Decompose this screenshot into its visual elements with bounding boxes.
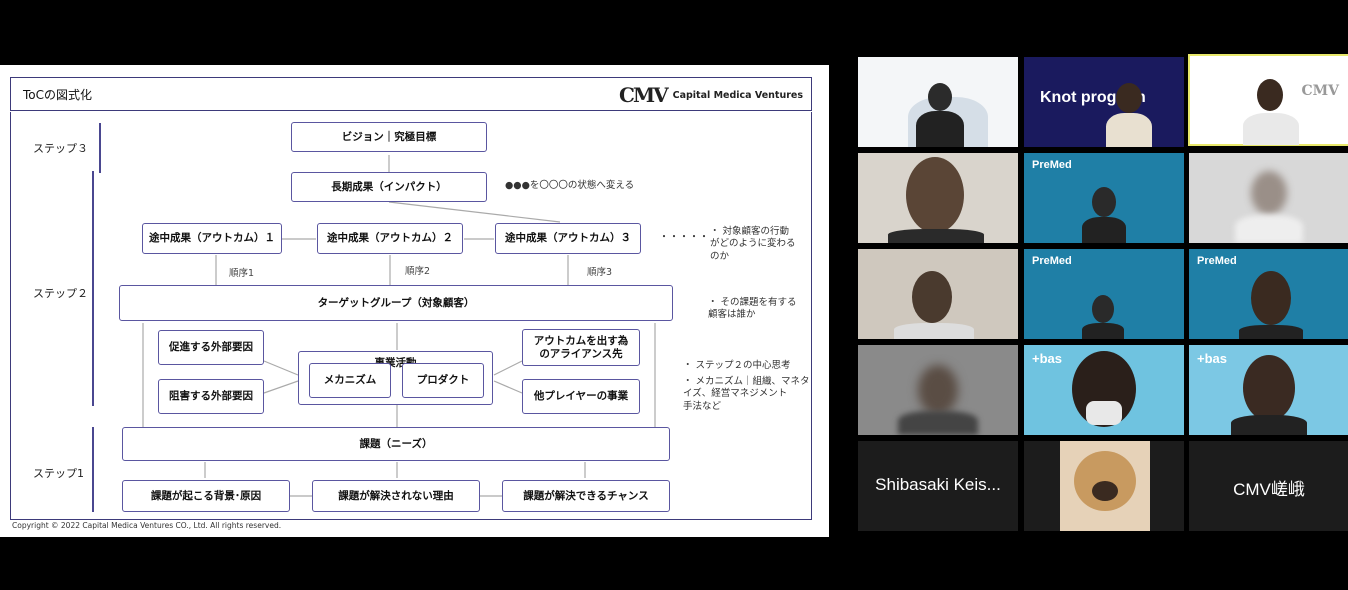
participant-head	[1257, 79, 1283, 111]
participant-body	[1235, 215, 1303, 243]
slide-title: ToCの図式化	[23, 88, 93, 102]
alliance-box: アウトカムを出す為のアライアンス先	[522, 329, 640, 366]
participant-name: CMV嵯峨	[1233, 480, 1305, 499]
shared-slide: ToCの図式化 CMV Capital Medica Ventures	[0, 65, 829, 537]
participant-head	[1251, 271, 1291, 325]
participant-head-blurred	[1251, 171, 1287, 215]
participant-body	[1082, 323, 1124, 339]
long-term-box: 長期成果（インパクト）	[291, 172, 487, 202]
logo-text: Capital Medica Ventures	[672, 89, 803, 101]
participant-body	[894, 323, 974, 339]
mid-outcome-1: 途中成果（アウトカム）１	[142, 223, 282, 254]
premed-logo: PreMed	[1032, 159, 1072, 171]
brand-logo: +bas	[1197, 351, 1227, 366]
participant-tile-6[interactable]	[1189, 153, 1348, 243]
cmv-logo-backdrop: CMV	[1301, 83, 1339, 99]
participant-tile-7[interactable]	[858, 249, 1018, 339]
order-2: 順序2	[405, 266, 431, 277]
participant-head-blurred	[918, 365, 958, 415]
participant-tile-15[interactable]: CMV嵯峨	[1189, 441, 1348, 531]
brand-logo: +bas	[1032, 351, 1062, 366]
dog-nose	[1092, 481, 1118, 501]
participant-body	[1243, 113, 1299, 145]
participant-tile-2[interactable]: Knot program	[1024, 57, 1184, 147]
cmv-logo: CMV Capital Medica Ventures	[619, 83, 803, 107]
participant-tile-5[interactable]: PreMed	[1024, 153, 1184, 243]
center-note: ・ ステップ２の中心思考	[683, 360, 791, 371]
step3-label: ステップ３	[33, 142, 88, 155]
behavior-note: ・ 対象顧客の行動 がどのように変わる のか	[710, 226, 796, 262]
participant-body	[1106, 113, 1152, 147]
participant-head	[1116, 83, 1142, 113]
participant-name: Shibasaki Keis...	[875, 475, 1001, 494]
needs-box: 課題（ニーズ）	[122, 427, 670, 461]
step2-label: ステップ２	[33, 287, 88, 300]
participant-body	[888, 229, 984, 243]
participant-tile-8[interactable]: PreMed	[1024, 249, 1184, 339]
participant-head	[1243, 355, 1295, 421]
background-cause-box: 課題が起こる背景･原因	[122, 480, 290, 512]
participant-tile-4[interactable]	[858, 153, 1018, 243]
vision-box: ビジョン｜究極目標	[291, 122, 487, 152]
mid-outcome-2: 途中成果（アウトカム）２	[317, 223, 463, 254]
participant-body	[916, 111, 964, 147]
step1-bar	[92, 427, 94, 512]
promote-factor-box: 促進する外部要因	[158, 330, 264, 365]
participant-tile-9[interactable]: PreMed	[1189, 249, 1348, 339]
participant-body	[1082, 217, 1126, 243]
step2-bar	[92, 171, 94, 406]
participant-head	[1092, 295, 1114, 323]
dog-avatar	[1060, 441, 1150, 531]
participant-tile-1[interactable]	[858, 57, 1018, 147]
product-box: プロダクト	[402, 363, 484, 398]
participant-head	[906, 157, 964, 233]
face-mask	[1086, 401, 1122, 425]
logo-mark: CMV	[619, 83, 669, 107]
mechanism-note: ・ メカニズム｜組織、マネタ イズ、経営マネジメント 手法など	[683, 376, 810, 412]
participant-tile-10[interactable]	[858, 345, 1018, 435]
step3-bar	[99, 123, 101, 173]
customer-note: ・ その課題を有する 顧客は誰か	[708, 297, 797, 321]
target-group-box: ターゲットグループ（対象顧客）	[119, 285, 673, 321]
order-3: 順序3	[587, 267, 613, 278]
mid-outcome-3: 途中成果（アウトカム）３	[495, 223, 641, 254]
mechanism-box: メカニズム	[309, 363, 391, 398]
premed-logo: PreMed	[1032, 255, 1072, 267]
participant-tile-12[interactable]: +bas	[1189, 345, 1348, 435]
premed-logo: PreMed	[1197, 255, 1237, 267]
connector-lines	[142, 155, 656, 497]
impact-note: ●●●を〇〇〇の状態へ変える	[505, 180, 635, 191]
participant-tile-11[interactable]: +bas	[1024, 345, 1184, 435]
participant-tile-13[interactable]: Shibasaki Keis...	[858, 441, 1018, 531]
order-1: 順序1	[229, 268, 255, 279]
participant-head	[1092, 187, 1116, 217]
solvable-chance-box: 課題が解決できるチャンス	[502, 480, 670, 512]
unsolved-reason-box: 課題が解決されない理由	[312, 480, 480, 512]
diagram-frame	[10, 112, 812, 520]
participant-head	[912, 271, 952, 323]
participant-head	[928, 83, 952, 111]
participant-body	[1239, 325, 1303, 339]
participant-tile-3-active[interactable]: CMV	[1188, 54, 1348, 146]
participant-body	[1231, 415, 1307, 435]
dots: ・・・・・	[659, 232, 709, 243]
participant-tile-14[interactable]	[1024, 441, 1184, 531]
participant-body	[898, 411, 978, 435]
other-players-box: 他プレイヤーの事業	[522, 379, 640, 414]
slide-header: ToCの図式化 CMV Capital Medica Ventures	[10, 77, 812, 111]
copyright-text: Copyright © 2022 Capital Medica Ventures…	[12, 521, 282, 530]
inhibit-factor-box: 阻害する外部要因	[158, 379, 264, 414]
step1-label: ステップ1	[33, 467, 84, 480]
